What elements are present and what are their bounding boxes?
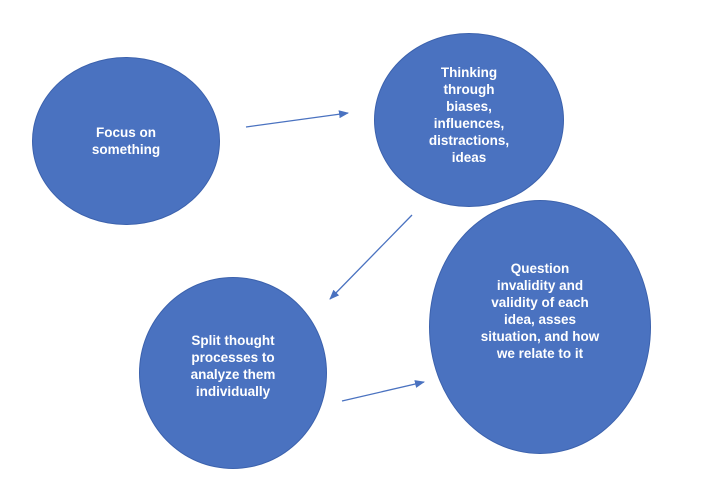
arrow-focus-to-thinking — [245, 110, 349, 128]
node-label: Focus on something — [91, 125, 161, 157]
node-focus-on-something: Focus on something — [32, 57, 220, 225]
arrow-thinking-to-split — [329, 214, 413, 300]
node-label: Question invalidity and validity of each… — [480, 261, 600, 361]
node-label: Thinking through biases, influences, dis… — [428, 65, 510, 165]
node-split-thought-processes: Split thought processes to analyze them … — [139, 277, 327, 469]
arrow-split-to-question — [341, 380, 425, 402]
node-thinking-through-biases: Thinking through biases, influences, dis… — [374, 33, 564, 207]
node-label: Split thought processes to analyze them … — [190, 333, 276, 399]
node-question-validity: Question invalidity and validity of each… — [429, 200, 651, 454]
